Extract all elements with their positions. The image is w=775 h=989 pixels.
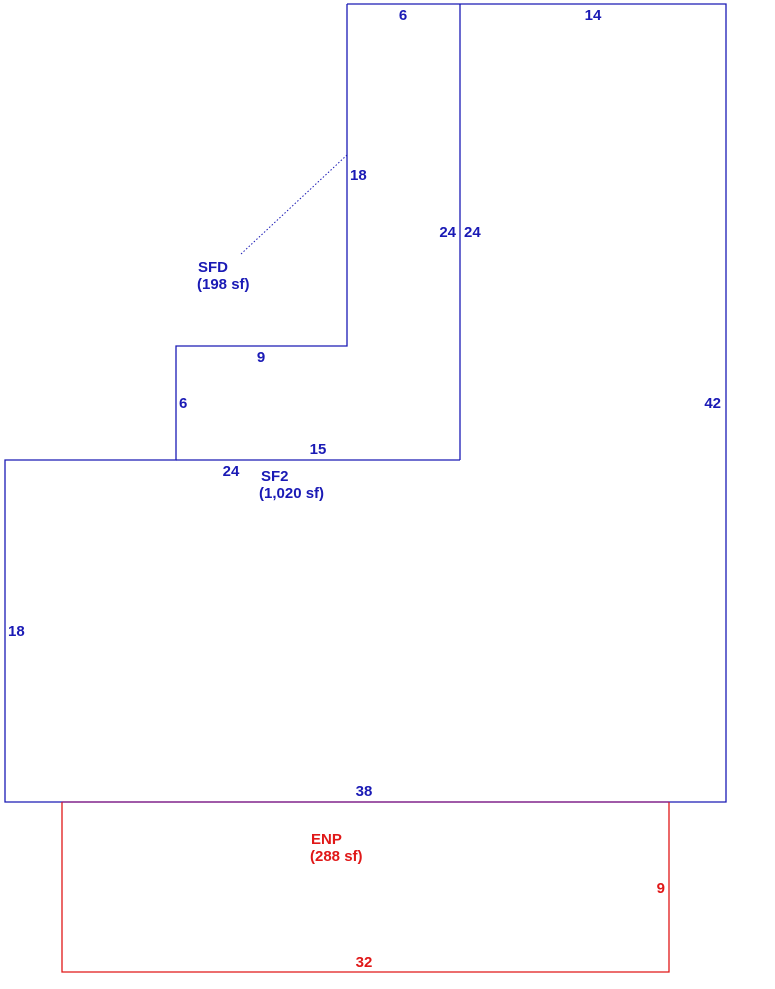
dim-bottom: 38: [356, 783, 373, 800]
dim-inner-right: 24: [464, 224, 481, 241]
dim-step-left: 6: [179, 395, 187, 412]
sfd-area-code: SFD: [198, 259, 228, 276]
enp-area-size: (288 sf): [310, 848, 363, 865]
sf2-area-size: (1,020 sf): [259, 485, 324, 502]
outer-wall: [4, 3, 727, 803]
dim-inner-left: 24: [439, 224, 456, 241]
dim-step-top: 9: [257, 349, 265, 366]
enp-area-code: ENP: [311, 831, 342, 848]
sfd-leader-line: [240, 154, 348, 255]
porch-outline: [61, 802, 670, 973]
dim-mid-left: 24: [223, 463, 240, 480]
sfd-area-size: (198 sf): [197, 276, 250, 293]
dim-left-side: 18: [8, 623, 25, 640]
dim-porch-right: 9: [657, 880, 665, 897]
dim-sfd-right: 18: [350, 167, 367, 184]
dim-mid-horizontal: 15: [310, 441, 327, 458]
dim-top-right: 14: [585, 7, 602, 24]
main-building-outline: [4, 3, 727, 803]
sf2-area-code: SF2: [261, 468, 289, 485]
dim-top-left: 6: [399, 7, 407, 24]
dim-porch-bottom: 32: [356, 954, 373, 971]
dim-right-side: 42: [704, 395, 721, 412]
